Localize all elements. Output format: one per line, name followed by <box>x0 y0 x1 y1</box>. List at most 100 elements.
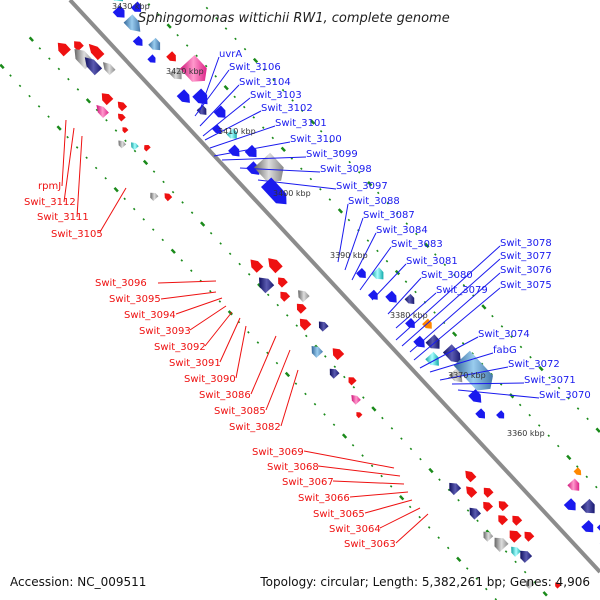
gene-label[interactable]: Swit_3069 <box>252 447 304 458</box>
gene-arrow <box>113 0 124 2</box>
gene-label[interactable]: Swit_3079 <box>436 285 488 296</box>
label-leader-line <box>387 277 422 315</box>
gene-label[interactable]: Swit_3080 <box>421 270 473 281</box>
gene-label[interactable]: Swit_3096 <box>95 278 147 289</box>
gene-label[interactable]: Swit_3090 <box>184 374 236 385</box>
gene-arrow <box>213 105 226 118</box>
ruler-dot <box>457 498 460 502</box>
gene-label[interactable]: Swit_3067 <box>282 477 334 488</box>
ruler-dot <box>481 304 487 310</box>
ruler-dot <box>162 180 165 184</box>
gene-label[interactable]: Swit_3084 <box>376 225 428 236</box>
gene-label[interactable]: Swit_3072 <box>508 359 560 370</box>
gene-label[interactable]: Swit_3088 <box>348 196 400 207</box>
gene-label[interactable]: Swit_3091 <box>169 358 221 369</box>
label-leader-line <box>413 287 501 361</box>
ruler-dot <box>85 156 88 160</box>
gene-arrow <box>453 350 493 391</box>
gene-label[interactable]: Swit_3111 <box>37 212 89 223</box>
gene-arrow <box>296 303 307 314</box>
gene-label[interactable]: Swit_3094 <box>124 310 176 321</box>
label-leader-line <box>419 336 479 369</box>
gene-label[interactable]: uvrA <box>219 49 242 60</box>
gene-label[interactable]: Swit_3092 <box>154 342 206 353</box>
ruler-dot <box>37 105 41 108</box>
ruler-dot <box>224 27 228 30</box>
gene-label[interactable]: Swit_3103 <box>250 90 302 101</box>
ruler-dot <box>195 54 198 58</box>
gene-label[interactable]: Swit_3095 <box>109 294 161 305</box>
ruler-dot <box>399 495 405 501</box>
label-leader-line <box>359 246 392 291</box>
gene-label[interactable]: Swit_3083 <box>391 239 443 250</box>
gene-label[interactable]: Swit_3078 <box>500 238 552 249</box>
label-leader-line <box>219 317 241 363</box>
gene-label[interactable]: Swit_3099 <box>306 149 358 160</box>
gene-arrow <box>166 51 176 62</box>
gene-label[interactable]: Swit_3070 <box>539 390 591 401</box>
gene-label[interactable]: Swit_3068 <box>267 462 319 473</box>
label-leader-line <box>199 84 240 127</box>
gene-label[interactable]: Swit_3085 <box>214 406 266 417</box>
gene-label[interactable]: Swit_3065 <box>313 509 365 520</box>
ruler-dot <box>438 478 441 481</box>
ruler-dot <box>276 303 279 307</box>
gene-label[interactable]: Swit_3106 <box>229 62 281 73</box>
gene-arrow <box>567 478 580 491</box>
ruler-dot <box>200 221 206 227</box>
gene-label[interactable]: Swit_3101 <box>275 118 327 129</box>
ruler-dot <box>28 94 31 98</box>
gene-label[interactable]: Swit_3081 <box>406 256 458 267</box>
ruler-dot <box>233 95 236 99</box>
gene-label[interactable]: rpmJ <box>38 181 61 192</box>
gene-label[interactable]: Swit_3098 <box>320 164 372 175</box>
gene-label[interactable]: Swit_3075 <box>500 280 552 291</box>
label-leader-line <box>451 382 525 385</box>
ruler-dot <box>114 129 118 132</box>
gene-label[interactable]: Swit_3082 <box>229 422 281 433</box>
gene-label[interactable]: Swit_3071 <box>524 375 576 386</box>
ruler-dot <box>205 6 209 10</box>
ruler-dot <box>38 47 42 50</box>
gene-label[interactable]: Swit_3097 <box>336 181 388 192</box>
ruler-dot <box>576 407 580 410</box>
gene-label[interactable]: Swit_3102 <box>261 103 313 114</box>
ruler-dot <box>157 13 160 16</box>
gene-label[interactable]: Swit_3066 <box>298 493 350 504</box>
ruler-dot <box>370 464 374 468</box>
gene-label[interactable]: Swit_3077 <box>500 251 552 262</box>
reverse-gene-labels: rpmJ Swit_3112 Swit_3111 Swit_3105 Swit_… <box>24 181 396 550</box>
ruler-dot <box>537 424 541 427</box>
ruler-dot <box>215 17 218 20</box>
gene-label[interactable]: Swit_3104 <box>239 77 291 88</box>
ruler-dot <box>190 211 194 214</box>
ruler-dot <box>271 136 275 140</box>
gene-label[interactable]: Swit_3086 <box>199 390 251 401</box>
gene-label[interactable]: Swit_3105 <box>51 229 103 240</box>
accession-text: Accession: NC_009511 <box>10 575 146 589</box>
gene-arrow <box>496 410 505 419</box>
gene-label[interactable]: Swit_3093 <box>139 326 191 337</box>
ruler-dot <box>124 139 127 143</box>
ruler-dot <box>252 116 256 119</box>
ruler-dot <box>475 577 479 581</box>
label-leader-line <box>204 110 262 141</box>
gene-arrow <box>404 293 415 304</box>
gene-label[interactable]: Swit_3112 <box>24 197 76 208</box>
label-leader-line <box>99 187 127 233</box>
gene-label[interactable]: Swit_3074 <box>478 329 530 340</box>
gene-arrow <box>259 277 275 294</box>
ruler-dot <box>453 273 456 277</box>
ruler-dot <box>338 150 342 154</box>
gene-label[interactable]: Swit_3100 <box>290 134 342 145</box>
ruler-dot <box>542 591 548 597</box>
gene-label[interactable]: Swit_3063 <box>344 539 396 550</box>
gene-label[interactable]: Swit_3087 <box>363 210 415 221</box>
gene-label[interactable]: Swit_3076 <box>500 265 552 276</box>
ruler-dot <box>319 188 322 191</box>
gene-label[interactable]: Swit_3064 <box>329 524 381 535</box>
gene-arrow <box>280 291 291 302</box>
gene-arrow <box>348 377 357 386</box>
gene-label[interactable]: fabG <box>493 345 517 356</box>
